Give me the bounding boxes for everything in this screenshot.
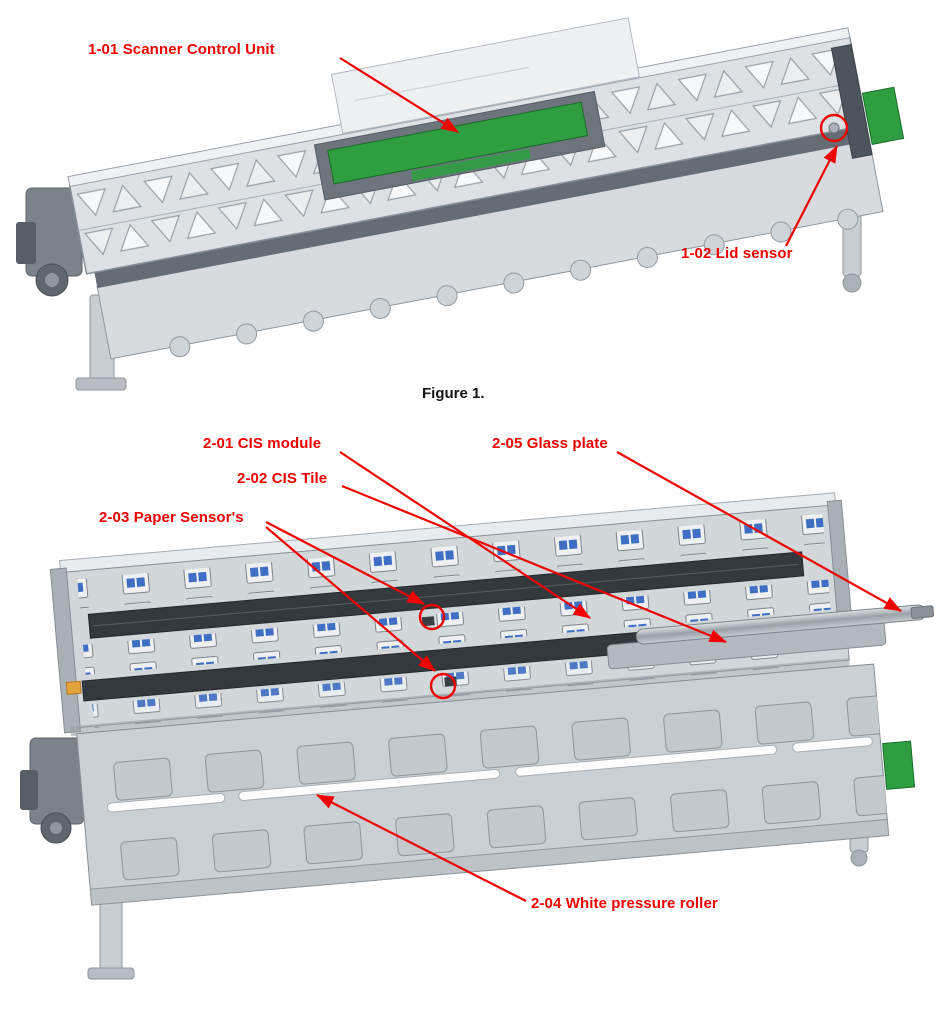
callout-label-cis-module: 2-01 CIS module	[203, 435, 322, 452]
scanner-control-unit-sub-board	[411, 148, 531, 182]
callout-circle-lid-sensor	[819, 113, 849, 143]
figure2-scanner-illustration	[20, 492, 935, 980]
arrow-2-03-paper-sensor-lower	[265, 526, 436, 672]
callout-circle-paper-sensor-1	[418, 603, 446, 631]
callout-label-lid-sensor: 1-02 Lid sensor	[681, 245, 793, 262]
figure1-caption: Figure 1.	[422, 385, 485, 402]
cis-bar-highlight	[93, 563, 799, 627]
arrow-2-05-glass-plate	[616, 451, 902, 612]
figure1-lid-seam	[354, 66, 529, 102]
figure2-hinge-shadow	[70, 658, 850, 737]
figure1-roller-bumps	[169, 208, 859, 358]
figure1-right-end-bracket	[830, 43, 873, 159]
figure2-left-leg	[87, 889, 135, 980]
figure2-tray-front-band	[89, 818, 890, 906]
figure1-annotations	[339, 57, 849, 247]
lid-sensor-part	[828, 122, 840, 134]
glass-plate-tube-tip	[910, 605, 935, 619]
callout-circle-paper-sensor-2	[429, 672, 457, 700]
paper-sensor-1-part	[421, 616, 435, 627]
arrow-1-02-lid-sensor	[785, 145, 838, 247]
callout-label-cis-tile: 2-02 CIS Tile	[237, 470, 328, 487]
figure1-motor-assembly	[16, 187, 83, 297]
arrow-1-01-scanner-control-unit	[339, 57, 459, 133]
cis-tile-row-1	[77, 513, 826, 610]
callout-label-glass-plate: 2-05 Glass plate	[492, 435, 608, 452]
figure2-orange-latch	[65, 680, 82, 695]
arrow-2-02-cis-tile	[341, 484, 728, 644]
figure2-annotations	[265, 451, 902, 902]
white-pressure-rollers	[106, 736, 873, 813]
figure1-scanner-illustration	[16, 17, 905, 391]
cis-tile-row-2	[82, 579, 831, 675]
arrow-2-03-paper-sensor-upper	[265, 521, 425, 605]
callout-label-scanner-control-unit: 1-01 Scanner Control Unit	[88, 41, 275, 58]
arrow-2-04-white-pressure-roller	[316, 794, 527, 902]
figure1-scan-slot	[93, 122, 870, 289]
figure1-connector-board	[861, 86, 905, 145]
callout-label-paper-sensors: 2-03 Paper Sensor's	[99, 509, 244, 526]
figure2-connector-board	[882, 740, 916, 790]
callout-label-white-pressure-roller: 2-04 White pressure roller	[531, 895, 718, 912]
figure2-motor-assembly	[20, 737, 85, 844]
